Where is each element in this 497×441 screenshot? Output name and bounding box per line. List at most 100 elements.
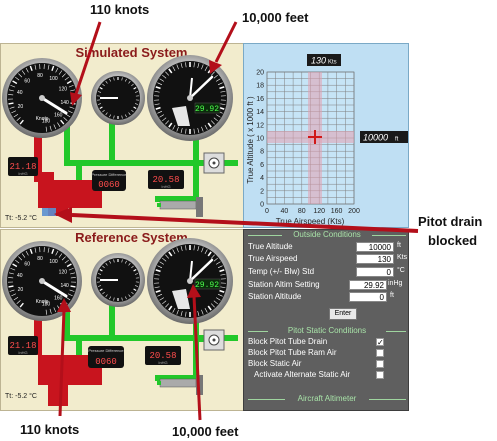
gauge-tick xyxy=(113,259,115,263)
sim-drain-water xyxy=(42,208,56,216)
block-drain-checkbox[interactable]: ✓ xyxy=(376,338,384,347)
true-airspeed-field[interactable]: 130 xyxy=(356,254,394,264)
gauge-tick xyxy=(102,265,105,269)
gauge-tick xyxy=(99,288,103,292)
ref-asi-needle xyxy=(40,279,68,298)
temp-field[interactable]: 0 xyxy=(356,267,394,277)
arrow-pitot-drain-head xyxy=(54,207,72,223)
gauge-tick xyxy=(154,273,160,276)
gauge-tick xyxy=(102,83,105,87)
gauge-tick xyxy=(135,273,139,275)
gauge-tick xyxy=(66,263,72,268)
station-altitude-row: Station Altitude 0 ft xyxy=(248,292,406,303)
gauge-tick xyxy=(55,250,59,256)
ref-pitot-red-lower xyxy=(48,380,68,406)
gauge-tick xyxy=(168,251,173,257)
gauge-tick xyxy=(8,89,14,92)
gauge-tick xyxy=(197,310,200,316)
graph-svg: 130 Kts 10000 ft True Altitude ( x 1000 … xyxy=(246,54,408,226)
gauge-tick xyxy=(201,247,204,253)
gauge-tick xyxy=(131,265,134,269)
ref-pitot-red-vertical xyxy=(34,300,42,355)
gauge-tick xyxy=(21,253,26,258)
simulated-system-title: Simulated System xyxy=(75,45,188,60)
gauge-tick xyxy=(162,257,167,262)
reference-system-title: Reference System xyxy=(75,230,188,245)
block-static-checkbox[interactable] xyxy=(376,360,384,368)
outside-conditions-title: Outside Conditions xyxy=(282,230,372,239)
sim-drain-icon xyxy=(42,208,56,216)
asi-tick-label: 60 xyxy=(24,261,30,267)
ref-alt-hatch xyxy=(172,289,190,309)
gauge-tick xyxy=(201,64,204,70)
asi-tick-label: 160 xyxy=(54,295,63,301)
gauge-tick xyxy=(67,293,73,297)
true-airspeed-unit: Kts xyxy=(397,254,408,261)
station-altim-field[interactable]: 29.92 xyxy=(349,280,387,290)
enter-button[interactable]: Enter xyxy=(329,308,357,320)
gauge-tick xyxy=(216,114,221,118)
arrow-top-knots-head xyxy=(70,92,82,106)
altitude-readout-value: 10000 xyxy=(363,133,388,143)
gauge-tick xyxy=(219,289,225,293)
ref-pipe-to-pitot xyxy=(76,335,82,367)
gauge-tick xyxy=(157,82,163,86)
ref-alt-ticks xyxy=(154,245,226,317)
gauge-tick xyxy=(21,70,26,75)
sim-inhg-right-unit: InHG xyxy=(161,184,170,189)
gauge-tick xyxy=(204,125,208,130)
asi-tick-label: 80 xyxy=(37,73,43,79)
sim-alt-short-needle xyxy=(189,77,193,99)
ref-vsi-gauge xyxy=(91,253,145,307)
arrow-top-feet xyxy=(214,21,238,63)
block-static-label: Block Static Air xyxy=(248,359,302,368)
aircraft-altimeter-title: Aircraft Altimeter xyxy=(285,394,369,403)
gauge-tick xyxy=(58,253,63,258)
gauge-tick xyxy=(185,245,187,251)
gauge-tick xyxy=(154,286,160,289)
gauge-tick xyxy=(172,66,176,71)
asi-tick-label: 100 xyxy=(49,259,58,265)
gauge-tick xyxy=(113,115,115,119)
sim-pipe-to-pitot xyxy=(76,160,82,190)
gauge-tick xyxy=(157,110,163,114)
true-altitude-field[interactable]: 10000 xyxy=(356,242,394,252)
station-altitude-field[interactable]: 0 xyxy=(349,292,387,302)
gauge-tick xyxy=(207,305,212,311)
gauge-tick xyxy=(8,102,14,105)
gauge-tick xyxy=(213,300,218,305)
gauge-tick xyxy=(105,80,108,84)
sim-altimeter: 29.92 xyxy=(147,55,233,141)
gauge-tick xyxy=(125,78,127,82)
gauge-tick xyxy=(9,106,15,109)
alt-static-checkbox[interactable] xyxy=(376,371,384,379)
gauge-tick xyxy=(128,294,131,298)
sim-alt-hub xyxy=(187,95,193,101)
ref-pitot-tube xyxy=(159,378,197,388)
gauge-tick xyxy=(61,256,66,261)
gauge-tick xyxy=(204,308,208,313)
gauge-tick xyxy=(105,262,108,266)
gauge-tick xyxy=(45,126,48,132)
gauge-tick xyxy=(197,246,200,252)
gauge-tick xyxy=(19,119,24,125)
gauge-tick xyxy=(12,80,18,85)
block-ram-checkbox[interactable] xyxy=(376,349,384,357)
station-altim-unit: inHg xyxy=(388,280,403,287)
gauge-tick xyxy=(25,67,29,73)
sim-kollsman-window xyxy=(194,102,221,114)
gauge-tick xyxy=(219,106,225,110)
gauge-tick xyxy=(99,268,103,272)
sim-temp-readout: Tt: -5.2 °C xyxy=(5,215,37,222)
gauge-tick xyxy=(165,254,169,259)
gauge-tick xyxy=(211,303,215,308)
sim-alt-hatch xyxy=(172,106,190,126)
gauge-tick xyxy=(185,62,187,68)
gauge-tick xyxy=(68,267,74,271)
ref-inhg-right-unit: InHG xyxy=(158,360,167,365)
gauge-tick xyxy=(60,119,65,125)
gauge-tick xyxy=(172,249,176,254)
speed-readout-value: 130 xyxy=(311,56,326,66)
block-drain-label: Block Pitot Tube Drain xyxy=(248,337,328,346)
